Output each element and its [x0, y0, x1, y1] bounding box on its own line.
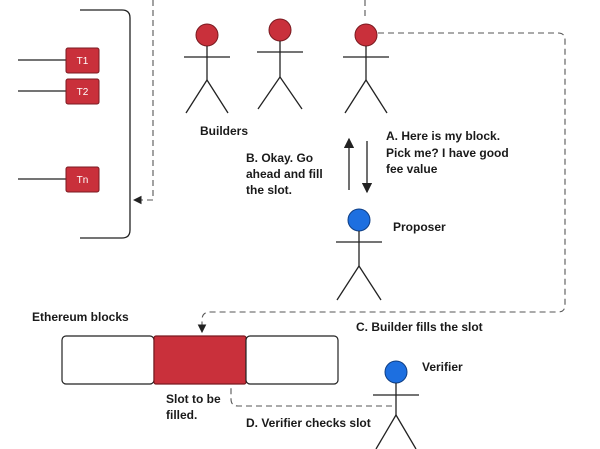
slot-to-be-filled-label: Slot to be filled. — [166, 392, 224, 422]
builder-figure-1 — [184, 23, 230, 114]
message-a: A. Here is my block. Pick me? I have goo… — [386, 129, 512, 176]
mempool-bracket — [80, 9, 131, 239]
tx-label-t1: T1 — [77, 56, 89, 67]
verifier-to-slot-connector — [230, 386, 392, 407]
builder-to-slot-connector — [197, 32, 566, 334]
builders-label: Builders — [200, 124, 248, 138]
tx-box-t1: T1 — [65, 47, 100, 74]
message-b: B. Okay. Go ahead and fill the slot. — [246, 151, 326, 197]
ethereum-block-1 — [61, 335, 155, 385]
ethereum-blocks-label: Ethereum blocks — [32, 310, 129, 324]
builder-figure-3 — [343, 23, 389, 114]
verifier-figure — [373, 360, 419, 449]
message-d: D. Verifier checks slot — [246, 416, 371, 430]
ethereum-block-slot — [153, 335, 247, 385]
builders-to-mempool-connector — [134, 0, 366, 200]
proposer-figure — [336, 208, 382, 301]
tx-label-tn: Tn — [77, 175, 89, 186]
ethereum-block-3 — [245, 335, 339, 385]
message-c: C. Builder fills the slot — [356, 320, 483, 334]
tx-box-tn: Tn — [65, 166, 100, 193]
builder-figure-2 — [257, 18, 303, 110]
tx-label-t2: T2 — [77, 87, 89, 98]
proposer-label: Proposer — [393, 220, 446, 234]
verifier-label: Verifier — [422, 360, 463, 374]
tx-box-t2: T2 — [65, 78, 100, 105]
